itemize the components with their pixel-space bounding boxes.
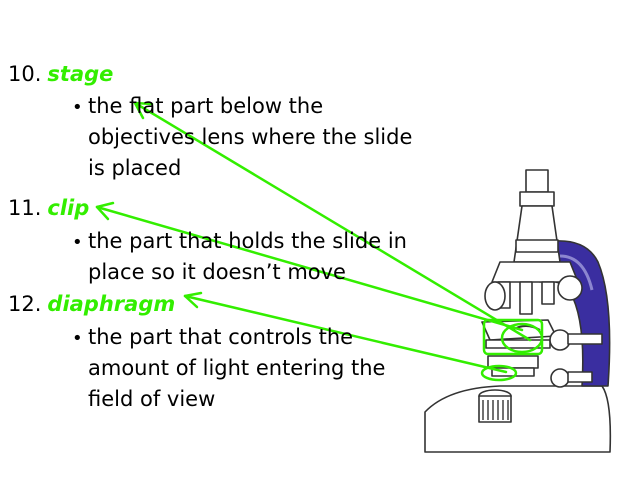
definition-line: the flat part below the <box>88 94 324 118</box>
term-stage: stage <box>47 62 114 86</box>
bullet-icon: • <box>72 97 83 118</box>
definition-line: the part that controls the <box>88 325 354 349</box>
definition-line: field of view <box>88 387 216 411</box>
definition-diaphragm: the part that controls the amount of lig… <box>88 322 385 415</box>
bullet-icon: • <box>72 328 83 349</box>
item-11-heading: 11.clip <box>8 196 89 220</box>
definition-line: place so it doesn’t move <box>88 260 346 284</box>
item-number: 10. <box>8 62 42 86</box>
bullet-icon: • <box>72 232 83 253</box>
item-number: 12. <box>8 292 42 316</box>
term-clip: clip <box>47 196 90 220</box>
definition-line: objectives lens where the slide <box>88 125 413 149</box>
definition-clip: the part that holds the slide in place s… <box>88 226 407 288</box>
definition-stage: the flat part below the objectives lens … <box>88 91 412 184</box>
definition-line: amount of light entering the <box>88 356 386 380</box>
definition-line: is placed <box>88 156 182 180</box>
term-diaphragm: diaphragm <box>47 292 176 316</box>
item-number: 11. <box>8 196 42 220</box>
item-10-heading: 10.stage <box>8 62 113 86</box>
item-12-heading: 12.diaphragm <box>8 292 175 316</box>
definition-line: the part that holds the slide in <box>88 229 407 253</box>
